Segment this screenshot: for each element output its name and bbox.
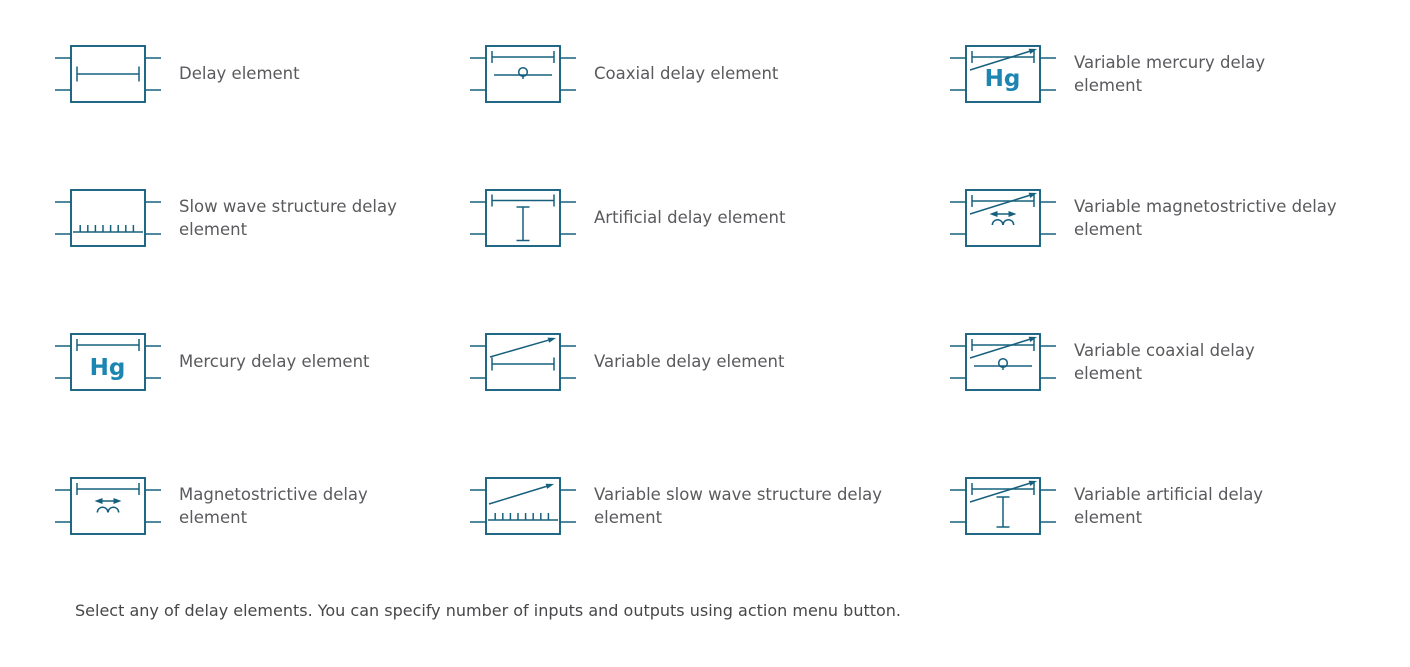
element-label: Variable slow wave structure delay eleme… bbox=[594, 484, 883, 527]
library-item[interactable]: Magnetostrictive delay element bbox=[55, 477, 470, 621]
variable-mercury-delay-element-icon[interactable]: Hg bbox=[950, 45, 1056, 103]
library-item[interactable]: Delay element bbox=[55, 45, 470, 189]
element-label: Slow wave structure delay element bbox=[179, 196, 397, 239]
library-item[interactable]: Variable artificial delay element bbox=[950, 477, 1410, 621]
slow-wave-structure-delay-element-icon[interactable] bbox=[55, 189, 161, 247]
library-item[interactable]: Hg Mercury delay element bbox=[55, 333, 470, 477]
svg-text:Hg: Hg bbox=[90, 355, 126, 381]
magnetostrictive-delay-element-icon[interactable] bbox=[55, 477, 161, 535]
variable-artificial-delay-element-icon[interactable] bbox=[950, 477, 1056, 535]
element-label: Coaxial delay element bbox=[594, 64, 779, 84]
variable-coaxial-delay-element-icon[interactable] bbox=[950, 333, 1056, 391]
delay-element-icon[interactable] bbox=[55, 45, 161, 103]
library-item[interactable]: Coaxial delay element bbox=[470, 45, 950, 189]
variable-magnetostrictive-delay-element-icon[interactable] bbox=[950, 189, 1056, 247]
library-item[interactable]: Variable magnetostrictive delay element bbox=[950, 189, 1410, 333]
element-label: Magnetostrictive delay element bbox=[179, 484, 368, 527]
library-item[interactable]: Variable delay element bbox=[470, 333, 950, 477]
library-item[interactable]: Hg Variable mercury delay element bbox=[950, 45, 1410, 189]
element-label: Variable mercury delay element bbox=[1074, 52, 1266, 95]
library-item[interactable]: Artificial delay element bbox=[470, 189, 950, 333]
element-label: Variable delay element bbox=[594, 352, 785, 372]
footer-note: Select any of delay elements. You can sp… bbox=[75, 601, 902, 620]
library-item[interactable]: Variable slow wave structure delay eleme… bbox=[470, 477, 950, 621]
element-label: Variable artificial delay element bbox=[1074, 484, 1264, 527]
element-label: Variable coaxial delay element bbox=[1074, 340, 1255, 383]
coaxial-delay-element-icon[interactable] bbox=[470, 45, 576, 103]
variable-delay-element-icon[interactable] bbox=[470, 333, 576, 391]
element-label: Variable magnetostrictive delay element bbox=[1074, 196, 1337, 239]
symbol-grid: Delay element Coaxial delay element Hg V… bbox=[55, 45, 1410, 621]
variable-slow-wave-structure-delay-element-icon[interactable] bbox=[470, 477, 576, 535]
element-label: Delay element bbox=[179, 64, 300, 84]
svg-text:Hg: Hg bbox=[985, 66, 1021, 92]
mercury-delay-element-icon[interactable]: Hg bbox=[55, 333, 161, 391]
element-label: Artificial delay element bbox=[594, 208, 786, 228]
artificial-delay-element-icon[interactable] bbox=[470, 189, 576, 247]
library-item[interactable]: Variable coaxial delay element bbox=[950, 333, 1410, 477]
element-label: Mercury delay element bbox=[179, 352, 370, 372]
library-item[interactable]: Slow wave structure delay element bbox=[55, 189, 470, 333]
